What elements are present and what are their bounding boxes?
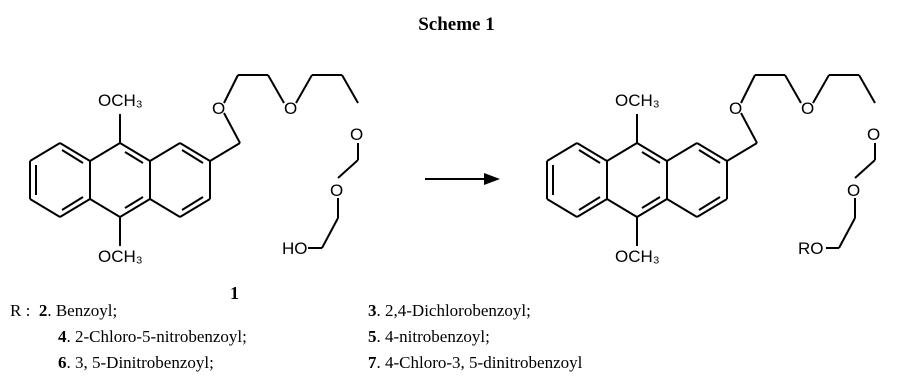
substituent-name: . 4-Chloro-3, 5-dinitrobenzoyl <box>376 353 583 372</box>
glycol-chain-left <box>209 74 359 249</box>
reaction-arrow <box>425 173 500 185</box>
glycol-chain-right <box>726 74 876 249</box>
ether-oxygen-2-right: O <box>801 99 815 118</box>
methoxy-label-top-left: OCH₃ <box>98 91 143 110</box>
ether-oxygen-2-left: O <box>284 99 298 118</box>
methoxy-label-bottom-left: OCH₃ <box>98 247 143 266</box>
r-legend-item-6: 6. 3, 5-Dinitrobenzoyl; <box>58 354 214 371</box>
ether-oxygen-3-left: O <box>350 125 364 144</box>
methoxy-label-top-right: OCH₃ <box>615 91 660 110</box>
ether-oxygen-4-left: O <box>330 181 344 200</box>
substituent-name: . 2,4-Dichlorobenzoyl; <box>376 301 531 320</box>
substituent-name: . Benzoyl; <box>47 301 118 320</box>
substituent-number: 5 <box>368 327 377 346</box>
r-legend-item-7: 7. 4-Chloro-3, 5-dinitrobenzoyl <box>368 354 582 371</box>
anthracene-core-left <box>29 114 211 246</box>
substituent-name: . 3, 5-Dinitrobenzoyl; <box>66 353 214 372</box>
r-legend-row-1: R : 2. Benzoyl; <box>10 302 117 319</box>
ether-oxygen-3-right: O <box>867 125 881 144</box>
r-legend-item-4: 4. 2-Chloro-5-nitrobenzoyl; <box>58 328 247 345</box>
ether-oxygen-1-left: O <box>212 99 226 118</box>
methoxy-label-bottom-right: OCH₃ <box>615 247 660 266</box>
substituent-name: . 4-nitrobenzoyl; <box>376 327 490 346</box>
ether-oxygen-4-right: O <box>847 181 861 200</box>
substituent-number: 7 <box>368 353 377 372</box>
hydroxyl-label: HO <box>282 239 308 258</box>
anthracene-core-right <box>546 114 728 246</box>
r-legend-item-3: 3. 2,4-Dichlorobenzoyl; <box>368 302 531 319</box>
substituent-number: 4 <box>58 327 67 346</box>
ether-oxygen-1-right: O <box>729 99 743 118</box>
substituent-number: 3 <box>368 301 377 320</box>
substituent-number: 6 <box>58 353 67 372</box>
r-prefix: R : <box>10 301 31 320</box>
substituent-number: 2 <box>38 301 48 320</box>
scheme-title: Scheme 1 <box>418 14 495 35</box>
substituent-name: . 2-Chloro-5-nitrobenzoyl; <box>66 327 247 346</box>
r-legend-item-5: 5. 4-nitrobenzoyl; <box>368 328 490 345</box>
ester-ro-label: RO <box>798 239 824 258</box>
compound-number: 1 <box>230 283 239 303</box>
